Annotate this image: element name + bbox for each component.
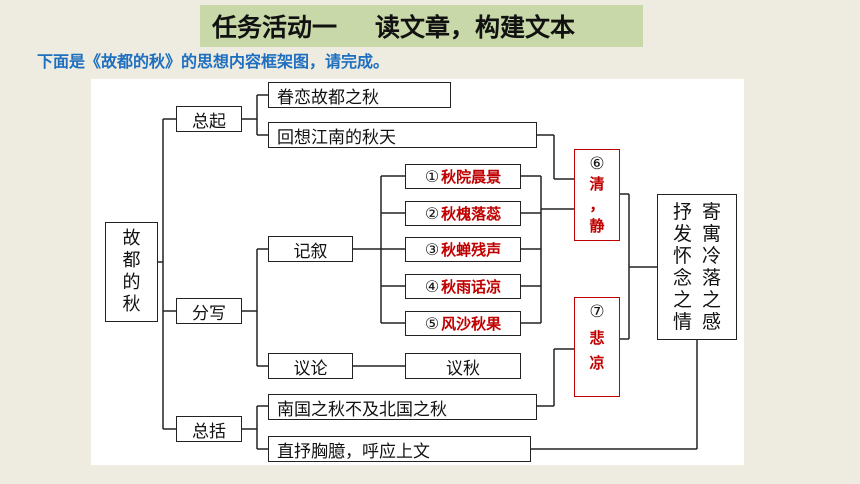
final-char: 怀 — [672, 245, 692, 267]
answer-char: ， — [589, 196, 605, 214]
answer-number: ⑦ — [589, 302, 605, 322]
activity-title-right: 读文章，构建文本 — [375, 13, 576, 42]
final-char: 之 — [672, 289, 692, 311]
scene-number: ② — [424, 204, 440, 223]
final-char: 落 — [702, 267, 722, 289]
node-huixiang: 回想江南的秋天 — [268, 122, 537, 148]
node-zongqi: 总起 — [176, 106, 242, 132]
final-char: 之 — [702, 289, 722, 311]
root-char: 的 — [122, 272, 141, 293]
scene-text: 秋蝉残声 — [441, 241, 502, 259]
node-jixu: 记叙 — [268, 236, 353, 262]
final-char: 感 — [702, 311, 722, 333]
final-box-emotions: 寄 寓 冷 落 之 感 抒 发 怀 念 之 情 — [657, 194, 737, 340]
node-fenxie: 分写 — [176, 298, 242, 324]
node-yilun: 议论 — [268, 353, 353, 379]
scene-number: ① — [424, 167, 440, 186]
final-column-jiyu: 寄 寓 冷 落 之 感 — [702, 201, 721, 339]
final-char: 寓 — [702, 223, 722, 245]
scene-text: 风沙秋果 — [441, 315, 502, 333]
scene-number: ④ — [424, 277, 440, 296]
answer-box-6: ⑥ 清 ， 静 — [574, 149, 620, 241]
answer-char: 凉 — [589, 354, 605, 372]
node-yiqiu: 议秋 — [405, 353, 521, 379]
answer-box-7: ⑦ 悲 凉 — [574, 297, 620, 397]
final-column-shufa: 抒 发 怀 念 之 情 — [673, 201, 692, 339]
connector-lines — [158, 94, 698, 450]
root-char: 秋 — [122, 294, 141, 315]
instruction-text: 下面是《故都的秋》的思想内容框架图，请完成。 — [37, 52, 390, 71]
final-char: 寄 — [702, 201, 722, 223]
root-char: 故 — [122, 228, 141, 249]
final-char: 发 — [672, 223, 692, 245]
root-box-gudu-de-qiu: 故 都 的 秋 — [105, 222, 158, 322]
answer-char: 悲 — [589, 329, 605, 347]
activity-title-left: 任务活动一 — [212, 13, 338, 42]
root-char: 都 — [122, 250, 141, 271]
final-char: 冷 — [702, 245, 722, 267]
final-char: 情 — [672, 311, 692, 333]
answer-char: 清 — [589, 175, 605, 193]
scene-number: ⑤ — [424, 314, 440, 333]
final-char: 抒 — [672, 201, 692, 223]
node-zongkuo: 总括 — [176, 416, 242, 442]
scene-text: 秋雨话凉 — [441, 278, 502, 296]
node-juanlian: 眷恋故都之秋 — [268, 82, 451, 108]
scene-text: 秋院晨景 — [441, 168, 502, 186]
scene-text: 秋槐落蕊 — [441, 205, 502, 223]
activity-title: 任务活动一 读文章，构建文本 — [200, 5, 643, 47]
answer-number: ⑥ — [589, 154, 605, 174]
final-char: 念 — [672, 267, 692, 289]
node-zhishu: 直抒胸臆，呼应上文 — [268, 436, 531, 462]
scene-number: ③ — [424, 240, 440, 259]
node-nanguo: 南国之秋不及北国之秋 — [268, 394, 537, 420]
answer-char: 静 — [589, 217, 605, 235]
